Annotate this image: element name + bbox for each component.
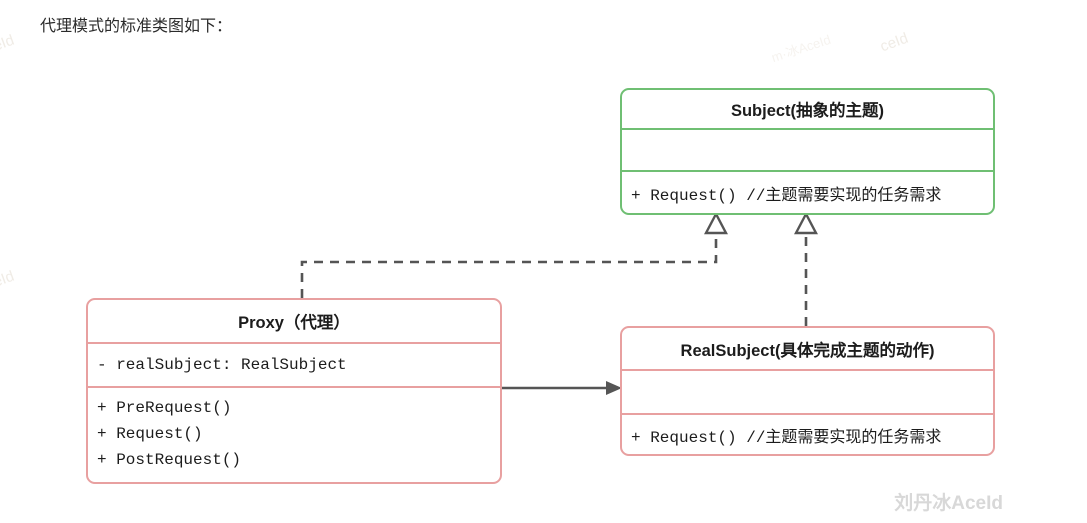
uml-class-proxy-methods: + PreRequest() + Request() + PostRequest… <box>88 386 500 482</box>
uml-class-realsubject-method-0: + Request() //主题需要实现的任务需求 <box>622 413 993 454</box>
uml-class-realsubject[interactable]: RealSubject(具体完成主题的动作) + Request() //主题需… <box>620 326 995 456</box>
uml-class-realsubject-title: RealSubject(具体完成主题的动作) <box>680 341 935 360</box>
hollow-triangle-arrowhead-proxy <box>704 211 728 235</box>
page-heading: 代理模式的标准类图如下： <box>40 18 233 35</box>
watermark-left-top: ceId <box>0 31 17 58</box>
uml-class-proxy-title: Proxy（代理） <box>238 314 350 332</box>
relation-proxy-uses-realsubject <box>502 381 622 395</box>
uml-class-proxy-method-0: + PreRequest() <box>97 399 232 417</box>
relation-proxy-realizes-subject <box>300 211 728 298</box>
hollow-triangle-arrowhead-realsubject <box>794 211 818 235</box>
watermark-left-mid: ceId <box>0 267 17 294</box>
uml-class-subject-title: Subject(抽象的主题) <box>730 102 885 120</box>
uml-class-subject[interactable]: Subject(抽象的主题) + Request() //主题需要实现的任务需求 <box>620 88 995 215</box>
uml-class-proxy[interactable]: Proxy（代理） - realSubject: RealSubject + P… <box>86 298 502 484</box>
uml-class-subject-attributes <box>622 128 993 170</box>
uml-class-proxy-method-1: + Request() <box>97 425 203 443</box>
uml-class-subject-method-0: + Request() //主题需要实现的任务需求 <box>622 170 993 213</box>
uml-class-realsubject-attributes <box>622 369 993 413</box>
watermark-right-top: ceId <box>877 29 911 56</box>
uml-class-proxy-method-2: + PostRequest() <box>97 451 242 469</box>
watermark-center-faint: m·冰AceId <box>769 31 833 66</box>
uml-class-proxy-attribute-0: - realSubject: RealSubject <box>88 342 500 386</box>
relation-realsubject-realizes-subject <box>794 211 818 326</box>
watermark-author: 刘丹冰AceId <box>894 493 1003 514</box>
